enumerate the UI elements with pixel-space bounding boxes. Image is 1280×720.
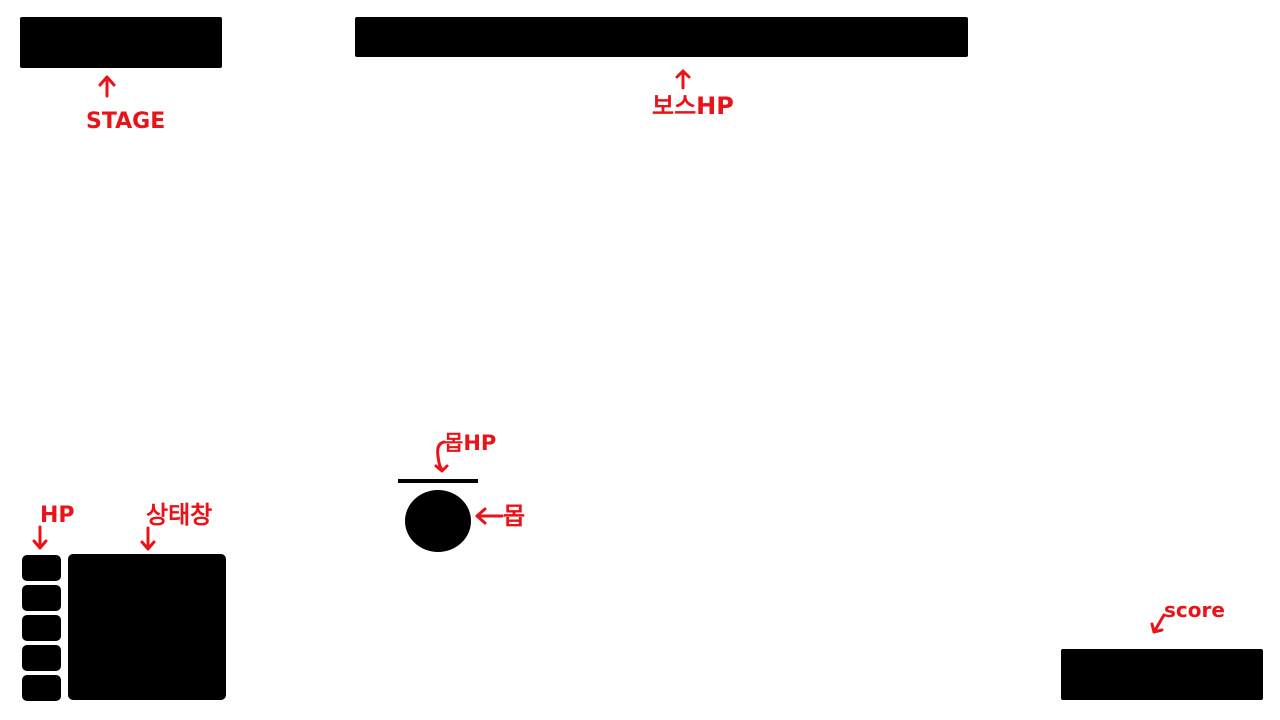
player-hp-slot bbox=[22, 615, 61, 641]
boss-hp-label: 보스HP bbox=[652, 92, 734, 120]
mob-arrow-icon bbox=[475, 507, 504, 525]
player-hp-label: HP bbox=[40, 503, 75, 528]
status-window-arrow-icon bbox=[140, 526, 156, 551]
player-hp-slot bbox=[22, 645, 61, 671]
score-display bbox=[1061, 649, 1263, 700]
player-hp-slot bbox=[22, 585, 61, 611]
score-arrow-icon bbox=[1150, 613, 1166, 634]
stage-display bbox=[20, 17, 222, 68]
mob-hp-bar bbox=[398, 479, 478, 483]
player-hp-slot bbox=[22, 675, 61, 701]
mob-label: 몹 bbox=[503, 502, 526, 530]
player-hp-slot bbox=[22, 555, 61, 581]
boss-hp-bar bbox=[355, 17, 968, 57]
status-window-label: 상태창 bbox=[146, 501, 213, 529]
boss-hp-arrow-icon bbox=[675, 69, 691, 90]
stage-label: STAGE bbox=[86, 109, 166, 134]
mob-hp-arrow-icon bbox=[434, 440, 449, 473]
mob bbox=[405, 490, 471, 552]
stage-arrow-icon bbox=[98, 75, 116, 98]
player-hp-arrow-icon bbox=[32, 525, 48, 550]
score-label: score bbox=[1164, 598, 1225, 622]
status-window bbox=[68, 554, 226, 700]
mob-hp-label: 몹HP bbox=[444, 431, 497, 455]
